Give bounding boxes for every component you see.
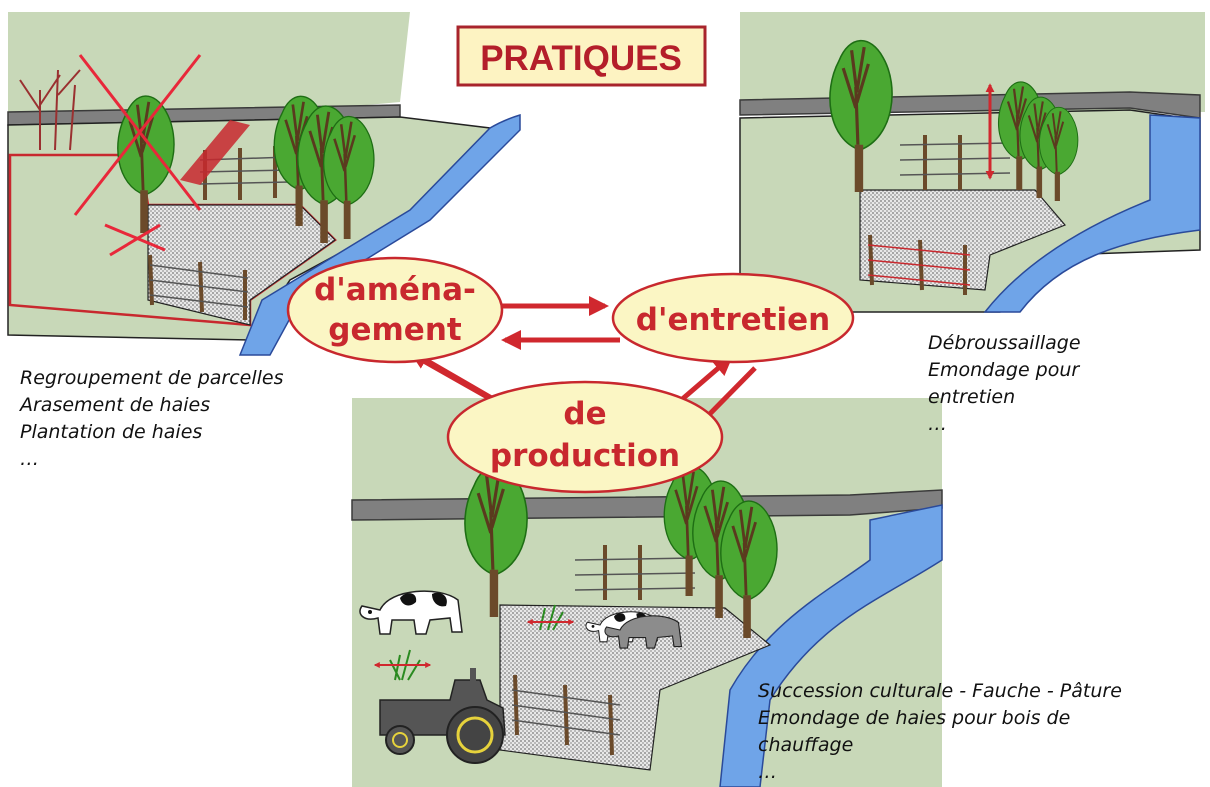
caption-entretien: Débroussaillage Emondage pour entretien … bbox=[928, 330, 1081, 438]
node-entretien: d'entretien bbox=[611, 272, 855, 364]
caption-line: entretien bbox=[928, 386, 1016, 408]
node-production-line1: de bbox=[563, 396, 606, 432]
cow-grey bbox=[604, 615, 683, 649]
node-entretien-label: d'entretien bbox=[636, 302, 830, 338]
caption-line: … bbox=[928, 413, 947, 435]
caption-line: Arasement de haies bbox=[20, 394, 211, 416]
caption-line: chauffage bbox=[758, 734, 854, 756]
caption-line: Regroupement de parcelles bbox=[20, 367, 284, 389]
removed-shrub bbox=[19, 69, 81, 151]
caption-line: Plantation de haies bbox=[20, 421, 203, 443]
cross-marks bbox=[73, 54, 202, 257]
caption-line: … bbox=[758, 761, 777, 783]
caption-line: … bbox=[20, 448, 39, 470]
tractor bbox=[379, 668, 506, 764]
node-amenagement-line2: gement bbox=[328, 312, 462, 348]
caption-line: Succession culturale - Fauche - Pâture bbox=[758, 680, 1122, 702]
panel-entretien bbox=[739, 12, 1205, 313]
caption-amenagement: Regroupement de parcelles Arasement de h… bbox=[20, 365, 284, 473]
field-top-left bbox=[8, 12, 308, 112]
node-amenagement-line1: d'aména- bbox=[314, 272, 476, 308]
node-amenagement: d'aména- gement bbox=[286, 256, 504, 364]
title-box: PRATIQUES bbox=[456, 25, 707, 87]
caption-line: Emondage pour bbox=[928, 359, 1080, 381]
caption-production: Succession culturale - Fauche - Pâture E… bbox=[758, 678, 1122, 786]
panel-amenagement bbox=[7, 12, 521, 356]
caption-line: Emondage de haies pour bois de bbox=[758, 707, 1071, 729]
node-production: de production bbox=[446, 380, 724, 494]
page-title: PRATIQUES bbox=[480, 39, 682, 78]
node-production-line2: production bbox=[490, 438, 680, 474]
caption-line: Débroussaillage bbox=[928, 332, 1081, 354]
